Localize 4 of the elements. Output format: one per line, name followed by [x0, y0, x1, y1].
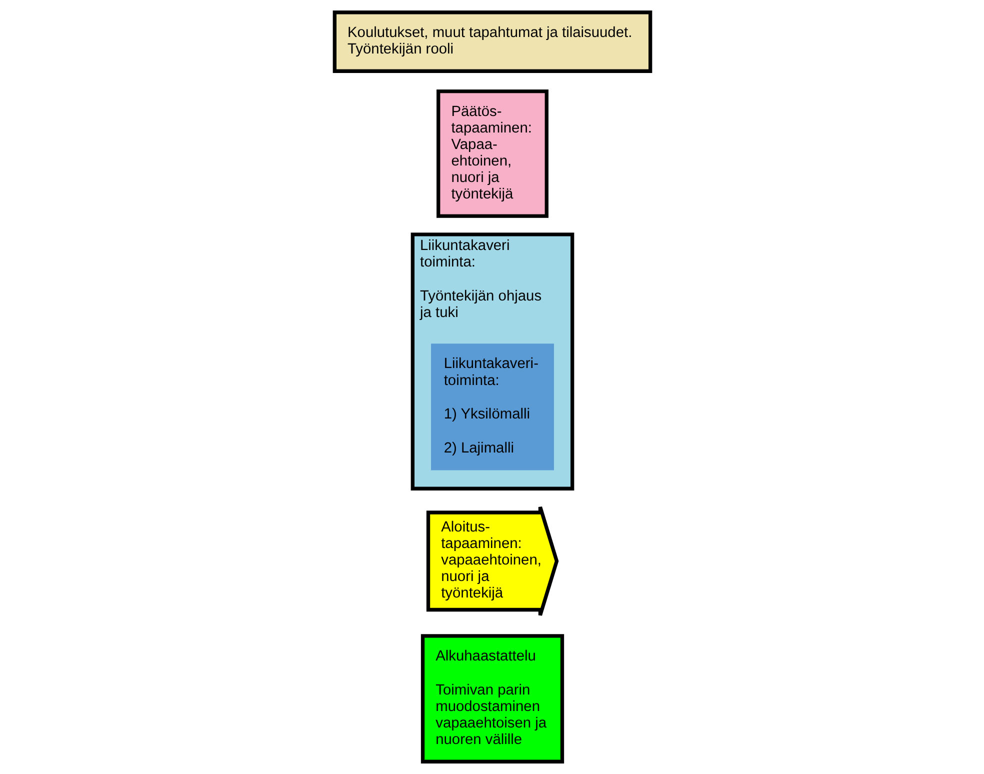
node-box: Päätös-tapaaminen: Vapaa-ehtoinen, nuori ja työntekijä [436, 89, 548, 218]
node-box: Koulutukset, muut tapahtumat ja tilaisuudet. Työntekijän rooli [332, 10, 652, 73]
node-box: Alkuhaastattelu Toimivan parin muodostaminen vapaaehtoisen ja nuoren välille [420, 634, 564, 764]
node-box: Liikuntakaveri-toiminta: 1) Yksilömalli 2) Lajimalli [430, 344, 554, 470]
